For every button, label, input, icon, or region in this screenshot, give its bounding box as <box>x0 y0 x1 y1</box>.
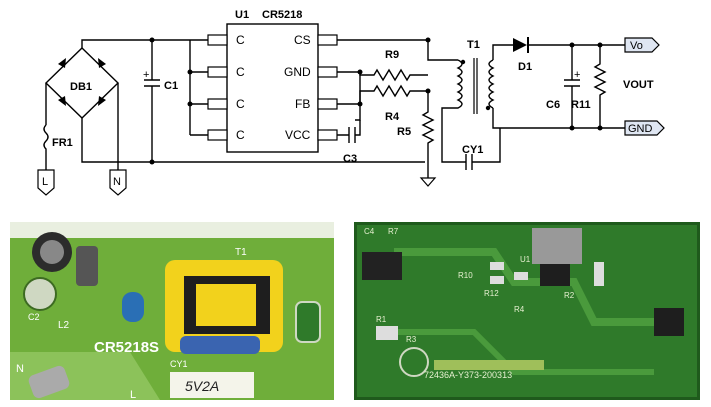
ic-u1-photo <box>540 264 570 286</box>
photo-l2-label: L2 <box>58 320 70 331</box>
terminal-l: L <box>37 169 55 196</box>
photo-board-code: 72436A-Y373-200313 <box>424 370 512 380</box>
photo-r12-label: R12 <box>484 289 499 298</box>
photo-r4-label: R4 <box>514 305 525 314</box>
n-label: N <box>113 176 121 188</box>
r5-label: R5 <box>397 126 411 138</box>
blue-capacitor-photo <box>122 292 144 322</box>
photo-cy1-label: CY1 <box>170 359 188 369</box>
photo-r10-label: R10 <box>458 271 473 280</box>
l-label: L <box>42 176 48 188</box>
pin-c-3: C <box>236 97 245 111</box>
resistor-r11: R11 <box>571 45 607 128</box>
photo-r3-label: R3 <box>406 335 417 344</box>
photo-c2-label: C2 <box>28 312 40 322</box>
c3-label: C3 <box>343 153 357 165</box>
photo-handwritten-rating: 5V2A <box>185 378 219 394</box>
r11-label: R11 <box>571 99 591 111</box>
pin-c-4: C <box>236 128 245 142</box>
vout-label: VOUT <box>623 79 654 91</box>
capacitor-c1: + C1 <box>143 40 178 162</box>
ic-part-number: CR5218 <box>262 9 302 21</box>
pin-cs: CS <box>294 33 311 47</box>
photo-part-marking: CR5218S <box>94 339 159 356</box>
photo-r7-label: R7 <box>388 227 399 236</box>
pin-vcc: VCC <box>285 128 311 142</box>
diode-d1: D1 <box>513 37 532 73</box>
transformer-t1: T1 <box>441 39 625 129</box>
svg-text:+: + <box>574 69 580 81</box>
photo-c4-label: C4 <box>364 227 375 236</box>
ic-u1: U1 CR5218 C C C C CS GND FB VCC <box>207 9 338 153</box>
svg-text:+: + <box>143 69 149 81</box>
photo-r2-label: R2 <box>564 291 575 300</box>
gnd-tag-label: GND <box>628 123 653 135</box>
capacitor-c3: C3 <box>337 120 361 165</box>
t1-label: T1 <box>467 39 480 51</box>
d1-label: D1 <box>518 61 532 73</box>
r9-label: R9 <box>385 49 399 61</box>
pin-c-1: C <box>236 33 245 47</box>
terminal-n: N <box>109 169 127 196</box>
photo-t1-label: T1 <box>235 247 247 258</box>
capacitor-cy1: CY1 <box>441 118 501 170</box>
photo-l-label: L <box>130 389 136 400</box>
pcb-bottom-photo: 72436A-Y373-200313 R10 R12 R1 R3 U1 R2 R… <box>354 222 700 400</box>
ground-symbol <box>419 168 437 187</box>
smd-component-left <box>362 252 402 280</box>
terminal-gnd: GND <box>624 120 665 136</box>
resistor-r4: R4 <box>337 84 428 123</box>
vo-tag-label: Vo <box>630 40 643 52</box>
pin-fb: FB <box>295 97 310 111</box>
capacitor-c6: + C6 <box>546 45 580 128</box>
photo-u1-label: U1 <box>520 255 531 264</box>
fuse-fr1: FR1 <box>43 124 73 170</box>
resistor-r5: R5 <box>397 91 435 168</box>
pcb-top-photo: CR5218S T1 L2 C2 CY1 5V2A N L <box>10 222 334 400</box>
pin-c-2: C <box>236 65 245 79</box>
circuit-schematic: DB1 FR1 L N + C1 U1 CR5218 <box>37 9 665 196</box>
resistor-r9: R9 <box>337 49 428 82</box>
c6-label: C6 <box>546 99 560 111</box>
heatsink-tab <box>532 228 582 264</box>
cy1-label: CY1 <box>462 144 483 156</box>
photo-n-label: N <box>16 363 24 375</box>
u1-label: U1 <box>235 9 249 21</box>
r4-label: R4 <box>385 111 400 123</box>
terminal-vo: Vo <box>624 37 660 53</box>
fr1-label: FR1 <box>52 137 73 149</box>
bridge-rectifier: DB1 <box>44 47 120 119</box>
pin-gnd: GND <box>284 65 311 79</box>
c1-label: C1 <box>164 80 178 92</box>
db1-label: DB1 <box>70 81 92 93</box>
photo-r1-label: R1 <box>376 315 387 324</box>
